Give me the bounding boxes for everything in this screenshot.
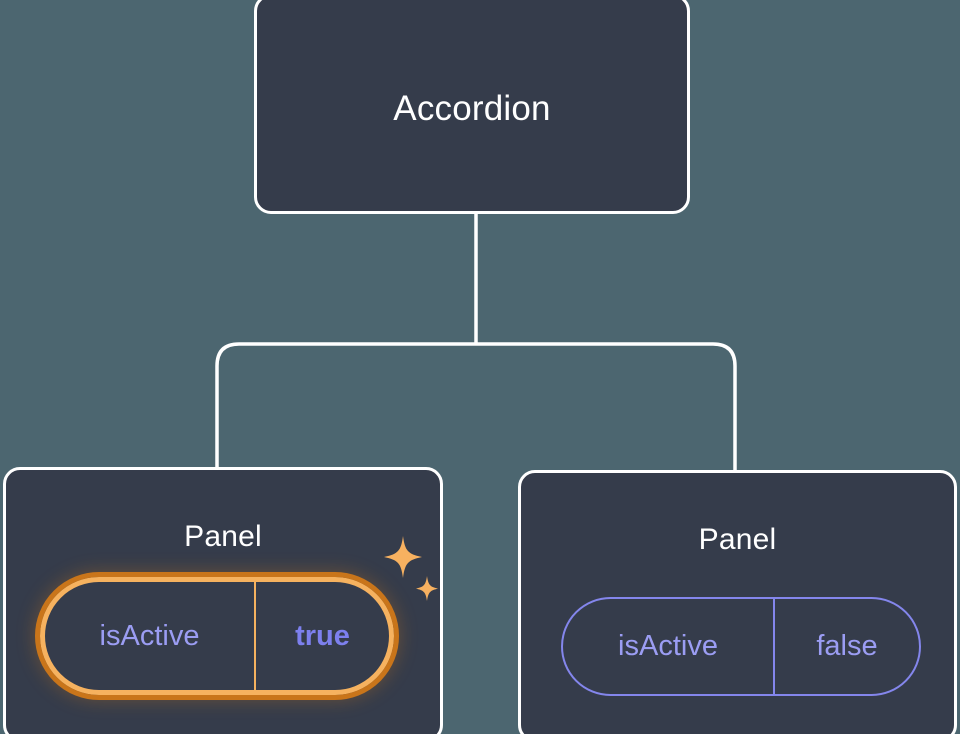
- prop-key: isActive: [563, 599, 775, 694]
- node-accordion[interactable]: Accordion: [254, 0, 690, 214]
- node-panel-right[interactable]: Panel isActive false: [518, 470, 957, 734]
- prop-pill-isactive-true[interactable]: isActive true: [35, 572, 399, 700]
- node-panel-right-title: Panel: [698, 523, 777, 556]
- node-panel-left-title: Panel: [184, 520, 262, 553]
- prop-key: isActive: [45, 582, 256, 690]
- prop-value: false: [816, 630, 878, 662]
- edge-branch-bus: [215, 342, 737, 472]
- node-panel-left[interactable]: Panel isActive true: [3, 467, 443, 734]
- prop-pill-isactive-false[interactable]: isActive false: [561, 597, 921, 696]
- prop-value: true: [295, 619, 350, 652]
- node-accordion-title: Accordion: [393, 89, 551, 128]
